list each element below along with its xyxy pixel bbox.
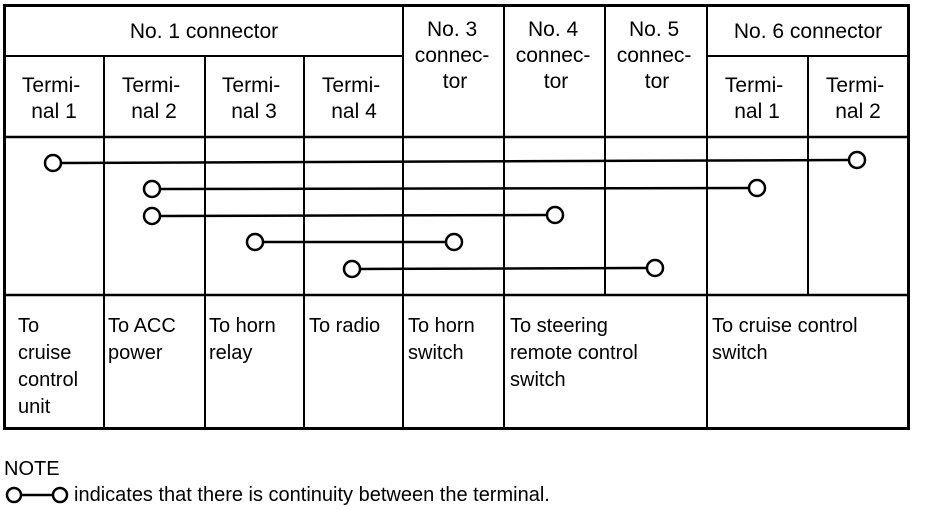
continuity-link [245,232,464,252]
note-title: NOTE [4,458,60,480]
header-c1-terminal-1: Termi- nal 1 [22,74,86,123]
note-text: indicates that there is continuity betwe… [74,484,550,506]
continuity-wire [359,266,648,271]
destination-radio: To radio [309,315,380,337]
terminal-circle [245,232,265,252]
continuity-link [342,258,665,279]
terminal-circle [545,205,565,225]
destination-horn-switch: To horn switch [408,315,480,364]
destination-steering-remote-switch: To steering remote control switch [510,315,643,391]
terminal-circle [847,150,867,170]
header-no5-connector: No. 5 connec- tor [617,18,698,93]
destination-horn-relay: To horn relay [209,315,281,364]
header-no4-connector: No. 4 connec- tor [516,18,597,93]
destination-acc-power: To ACC power [108,315,181,364]
continuity-wire [159,213,548,218]
header-c6-terminal-1: Termi- nal 1 [725,74,789,123]
continuity-wire [60,158,849,165]
destination-cruise-control-switch: To cruise control switch [712,315,863,364]
header-c1-terminal-3: Termi- nal 3 [222,74,286,123]
continuity-wire [159,186,750,191]
continuity-links [43,150,867,279]
header-c1-terminal-2: Termi- nal 2 [122,74,186,123]
terminal-circle [43,153,63,173]
note-line: indicates that there is continuity betwe… [4,482,550,508]
table-border [3,4,910,430]
terminal-circle [747,178,767,198]
continuity-link [142,205,565,226]
header-c1-terminal-4: Termi- nal 4 [322,74,386,123]
terminal-circle [645,258,665,278]
header-no1-connector: No. 1 connector [130,20,278,43]
note: NOTE indicates that there is continuity … [4,456,550,508]
terminal-circle [342,259,362,279]
terminal-circle [142,179,162,199]
terminal-circle [142,206,162,226]
continuity-symbol-icon [5,486,69,504]
header-no6-connector: No. 6 connector [734,20,882,43]
header-c6-terminal-2: Termi- nal 2 [826,74,890,123]
terminal-circle [444,232,464,252]
continuity-link [43,150,867,173]
header-no3-connector: No. 3 connec- tor [415,18,496,93]
continuity-link [142,178,767,199]
destination-cruise-control-unit: To cruise control unit [18,315,84,418]
